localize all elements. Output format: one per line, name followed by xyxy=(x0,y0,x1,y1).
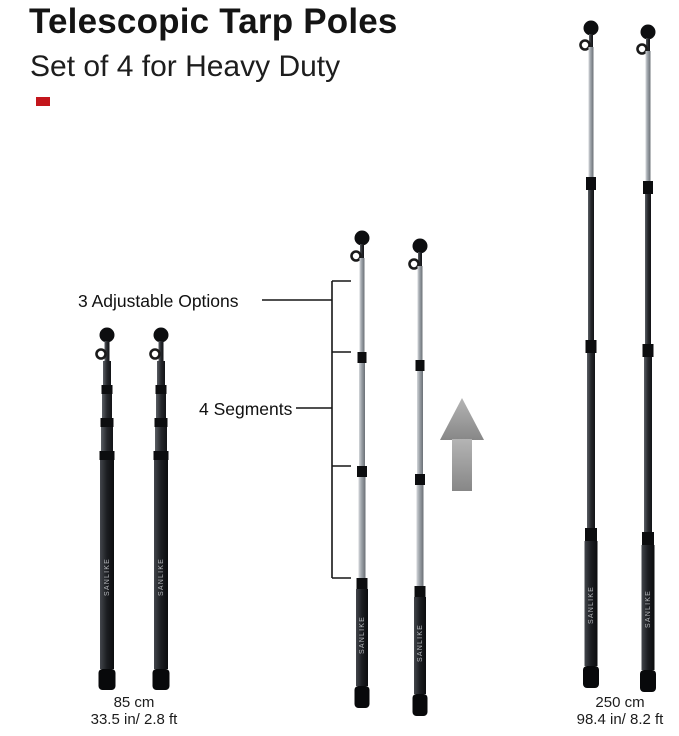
measurement-short-poles: 85 cm 33.5 in/ 2.8 ft xyxy=(54,694,214,729)
pole-mid-extended-1 xyxy=(350,229,371,710)
pole-full-extended-1 xyxy=(579,19,601,690)
up-arrow-icon xyxy=(440,398,484,491)
measurement-tall-imperial: 98.4 in/ 8.2 ft xyxy=(576,711,664,729)
pole-full-extended-2 xyxy=(636,23,658,694)
measurement-short-imperial: 33.5 in/ 2.8 ft xyxy=(90,711,178,729)
bracket-lines xyxy=(262,280,351,579)
page-title: Telescopic Tarp Poles xyxy=(29,2,398,41)
annotation-adjustable-options: 3 Adjustable Options xyxy=(78,291,239,311)
annotation-segments: 4 Segments xyxy=(199,399,293,419)
measurement-tall-poles: 250 cm 98.4 in/ 8.2 ft xyxy=(540,694,679,729)
page-subtitle: Set of 4 for Heavy Duty xyxy=(30,50,341,83)
red-logo-mark xyxy=(36,97,50,106)
pole-collapsed-2 xyxy=(149,326,171,692)
pole-mid-extended-2 xyxy=(408,237,429,718)
pole-collapsed-1 xyxy=(95,326,117,692)
measurement-tall-cm: 250 cm xyxy=(595,694,645,711)
measurement-short-cm: 85 cm xyxy=(113,694,155,711)
